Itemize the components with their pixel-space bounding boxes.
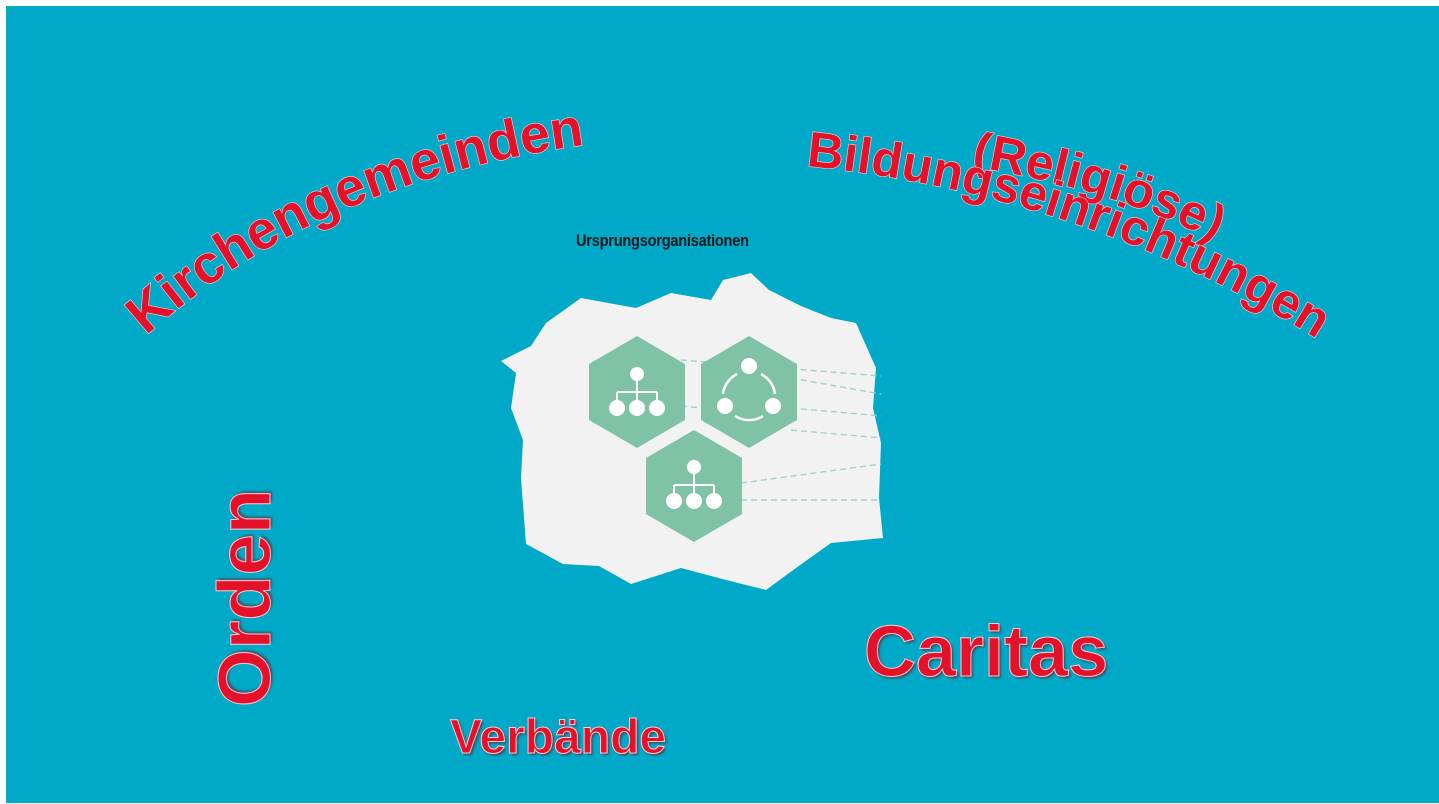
label-verbaende: Verbände	[449, 711, 667, 764]
organizations-illustration	[501, 273, 883, 590]
hexagon-right	[701, 336, 797, 448]
slide-canvas: Kirchengemeinden (Religiöse) Bildungsein…	[6, 6, 1439, 803]
hierarchy-icon	[609, 367, 665, 416]
center-title: Ursprungsorganisationen	[576, 231, 749, 250]
hexagon-left	[589, 336, 685, 448]
hexagon-bottom	[646, 430, 742, 542]
label-orden: Orden	[202, 489, 286, 708]
hierarchy-icon	[666, 460, 722, 509]
curved-labels: Kirchengemeinden (Religiöse) Bildungsein…	[114, 97, 1341, 349]
cycle-icon	[717, 358, 781, 422]
label-caritas: Caritas	[863, 612, 1109, 692]
